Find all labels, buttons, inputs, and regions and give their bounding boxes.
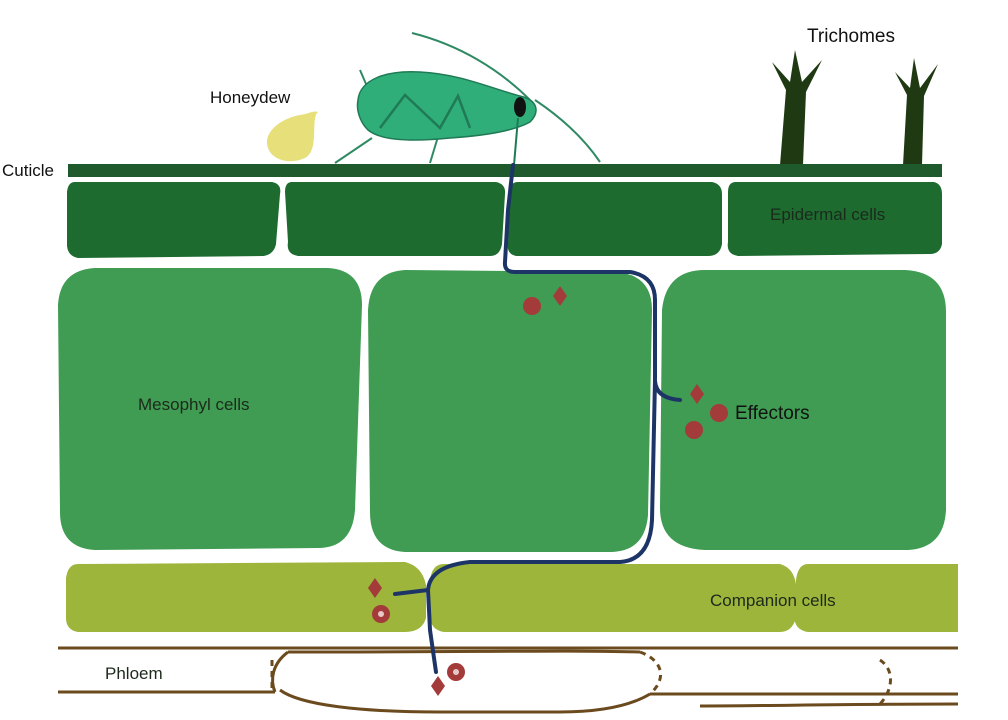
honeydew-droplet [266,111,318,162]
effector-diamond [431,676,445,696]
epidermal-cell-2 [285,182,506,256]
aphid-stylet-path [393,163,682,674]
epidermal-cells [67,182,942,258]
trichomes-group [772,50,938,165]
effectors-mesophyll-top [523,286,567,339]
companion-cells [66,562,958,632]
effector-diamond [690,384,704,404]
mesophyl-cells-label: Mesophyl cells [138,395,250,414]
mesophyll-cell-3 [660,270,946,550]
mesophyll-cell-1 [58,268,362,550]
epidermal-cells-label: Epidermal cells [770,205,885,224]
mesophyll-cells [58,268,946,552]
effector-diamond [553,286,567,306]
effector-diamond [368,578,382,598]
epidermal-cell-1 [67,182,281,258]
effector-circle [710,404,728,422]
honeydew-label: Honeydew [210,88,291,107]
cuticle-layer [68,164,942,177]
effectors-mesophyll-side [685,384,728,439]
aphid [334,32,601,166]
epidermal-cell-3 [507,182,722,256]
companion-cell-1 [66,562,426,632]
effector-circle [523,297,541,315]
effectors-companion [341,578,390,623]
effectors-phloem [431,663,465,696]
companion-cells-label: Companion cells [710,591,836,610]
cuticle-label: Cuticle [2,161,54,180]
effector-circle [685,421,703,439]
companion-cell-2 [430,564,796,632]
phloem [58,646,959,714]
trichome-left [772,50,822,165]
epidermal-cell-4 [727,182,942,256]
trichomes-label: Trichomes [807,26,895,47]
trichome-right [895,58,938,165]
mesophyll-cell-2 [368,270,652,552]
phloem-label: Phloem [105,664,163,683]
companion-cell-3 [794,564,958,632]
aphid-eye [514,97,526,117]
effectors-label: Effectors [735,403,810,424]
aphid-body [356,71,537,141]
